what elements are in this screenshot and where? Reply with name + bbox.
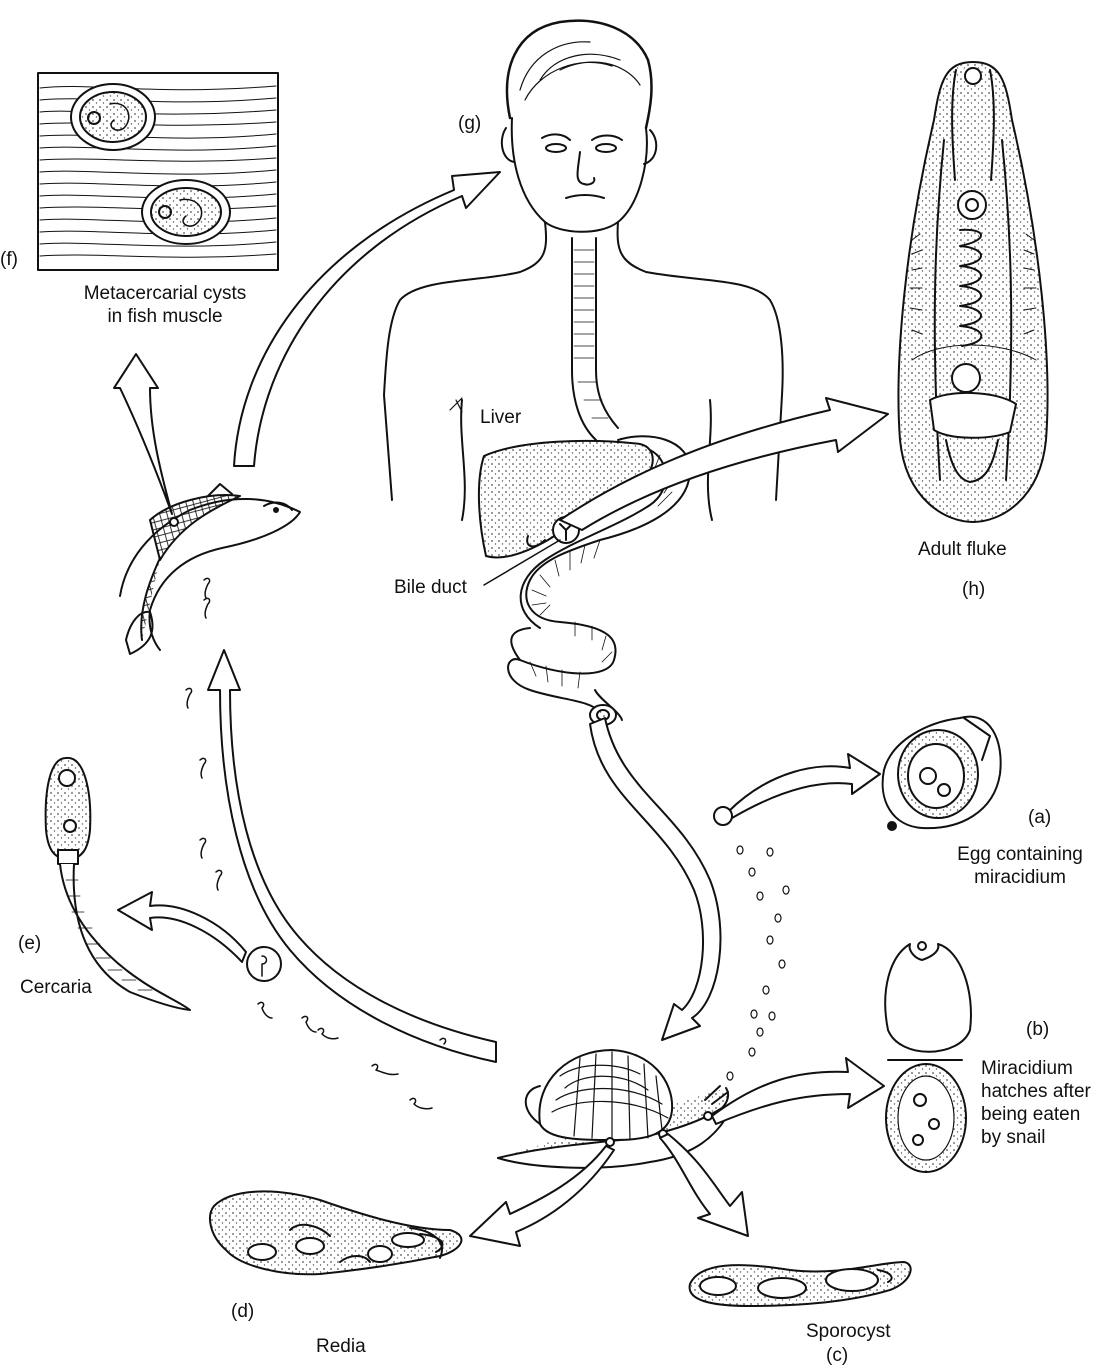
label-miracidium-hatches: Miracidium hatches after being eaten by … xyxy=(981,1057,1108,1149)
label-liver: Liver xyxy=(480,407,522,428)
muscle-box xyxy=(37,72,279,271)
label-metacercarial-line2: in fish muscle xyxy=(107,306,223,327)
label-c: (c) xyxy=(826,1345,849,1366)
label-metacercarial-cysts: Metacercarial cysts in fish muscle xyxy=(45,282,285,328)
label-h: (h) xyxy=(962,579,986,600)
label-d: (d) xyxy=(231,1301,255,1322)
label-cercaria: Cercaria xyxy=(20,977,92,998)
label-egg-containing-miracidium: Egg containing miracidium xyxy=(940,843,1100,889)
snail xyxy=(497,1049,730,1169)
label-a: (a) xyxy=(1028,807,1052,828)
label-mira-line1: Miracidium xyxy=(981,1058,1073,1079)
label-sporocyst: Sporocyst xyxy=(806,1321,891,1342)
cercaria xyxy=(44,756,191,1011)
label-f: (f) xyxy=(0,249,18,270)
label-egg-line1: Egg containing xyxy=(957,844,1083,865)
label-bile-duct: Bile duct xyxy=(394,577,467,598)
label-adult-fluke: Adult fluke xyxy=(918,539,1007,560)
redia xyxy=(209,1190,463,1276)
label-egg-line2: miracidium xyxy=(974,867,1066,888)
human-figure xyxy=(383,19,784,521)
arrows xyxy=(113,171,889,1247)
label-mira-line2: hatches after xyxy=(981,1081,1091,1102)
egg xyxy=(881,715,1002,831)
fish xyxy=(119,483,301,655)
miracidium xyxy=(884,941,972,1173)
bile-duct-pointer xyxy=(483,539,561,586)
egg-trail xyxy=(726,845,790,1081)
free-cercariae xyxy=(185,577,447,1110)
label-mira-line4: by snail xyxy=(981,1127,1046,1148)
label-metacercarial-line1: Metacercarial cysts xyxy=(83,283,247,304)
sporocyst xyxy=(688,1261,912,1307)
label-b: (b) xyxy=(1026,1019,1050,1040)
label-e: (e) xyxy=(18,933,42,954)
egg-inset-circle xyxy=(713,806,733,826)
label-redia: Redia xyxy=(316,1336,366,1357)
adult-fluke xyxy=(897,61,1049,523)
label-g: (g) xyxy=(458,113,482,134)
label-mira-line3: being eaten xyxy=(981,1104,1081,1125)
